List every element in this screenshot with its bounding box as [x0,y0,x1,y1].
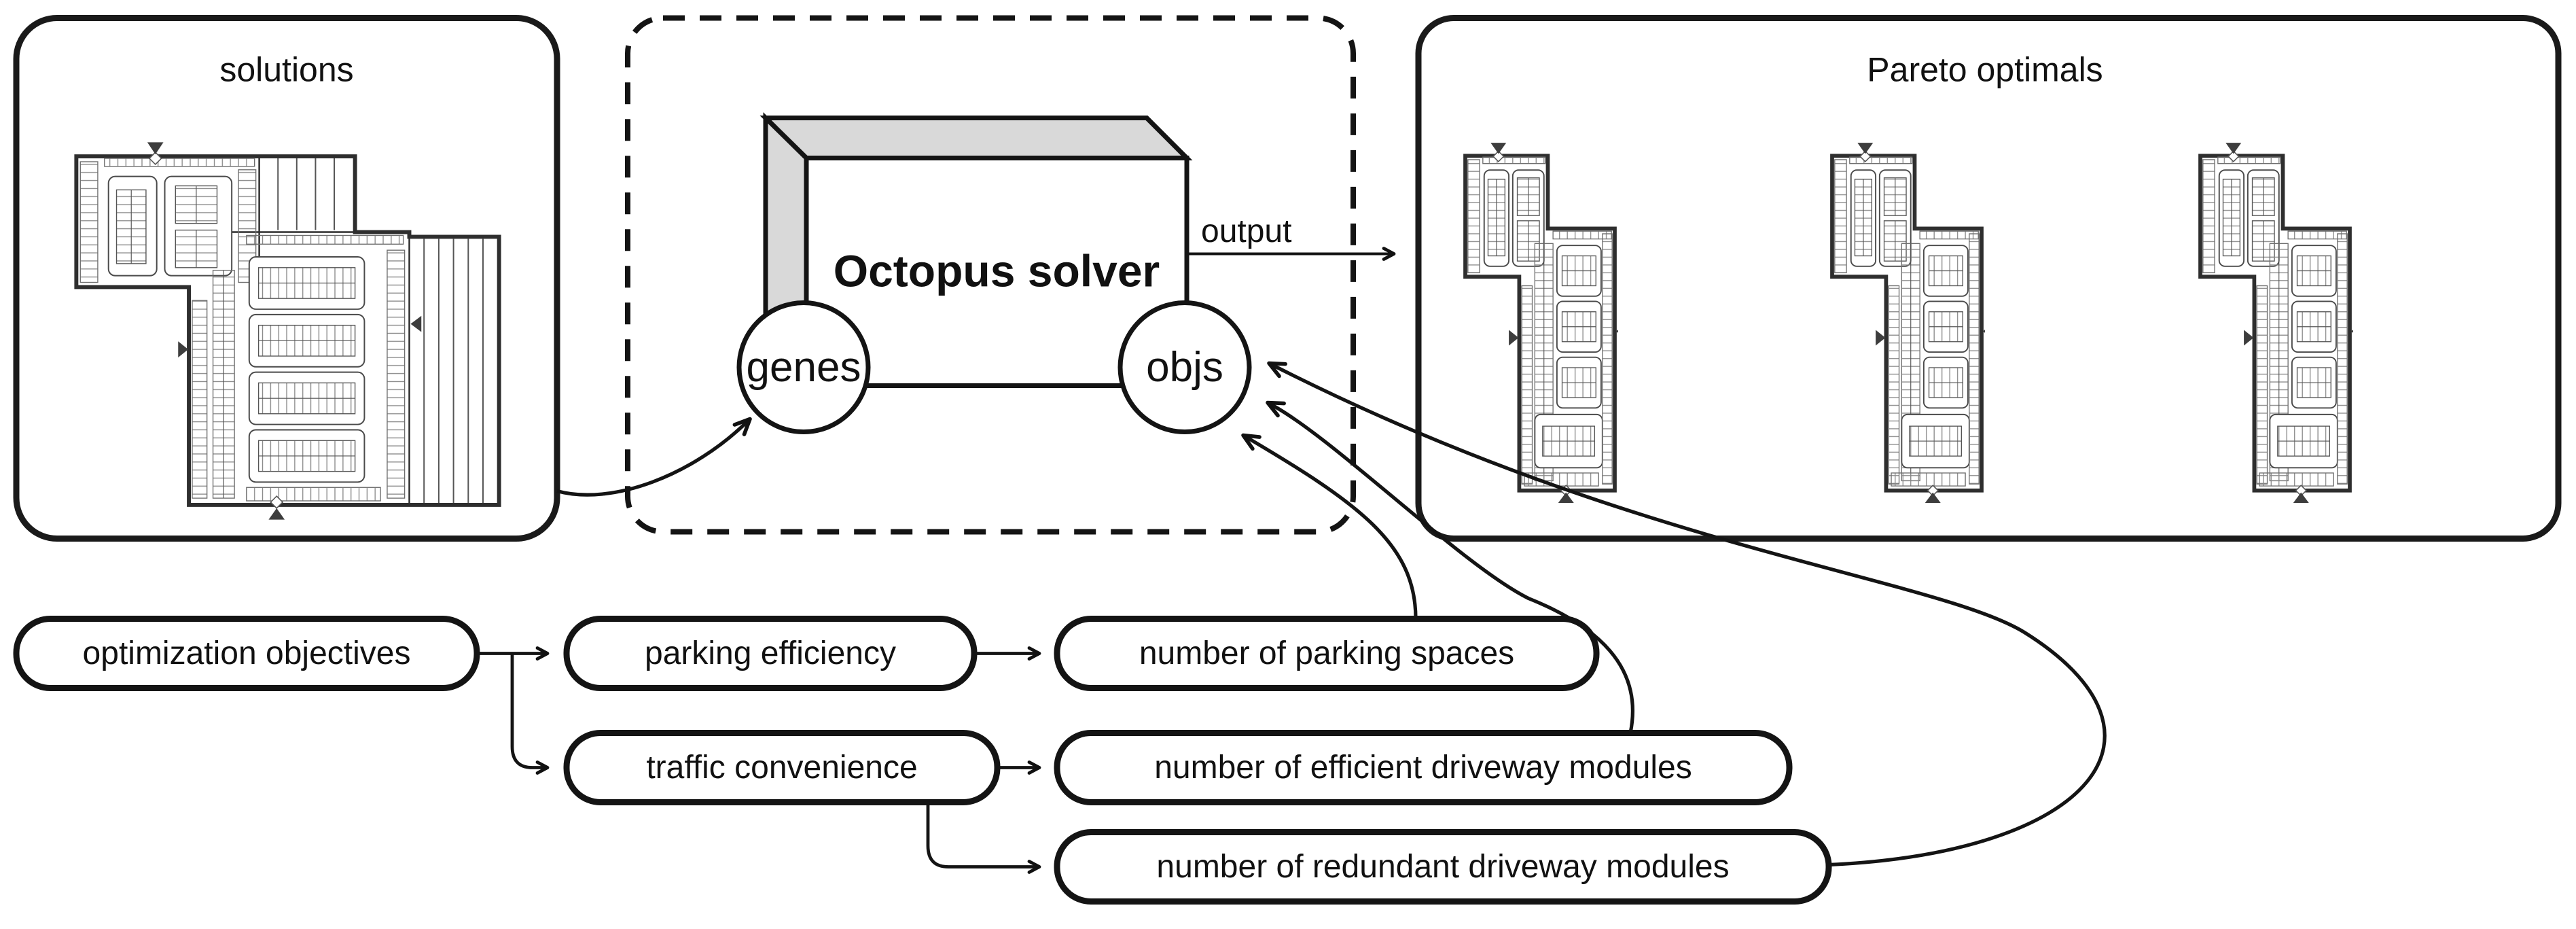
objs-port-circle [1117,300,1252,434]
arrow-traffic-convenience-to-redundant-modules [926,802,1041,874]
arrow-parking-spaces-to-objs [1241,433,1418,619]
parking-efficiency-label: parking efficiency [645,635,896,671]
number-of-efficient-driveway-modules-box [1054,730,1793,805]
objs-port: objs [1117,300,1252,434]
number-of-parking-spaces-box [1054,616,1600,691]
solutions-panel: solutions [13,15,560,542]
number-of-parking-spaces-label: number of parking spaces [1139,635,1514,671]
optimization-objectives-label: optimization objectives [83,635,411,671]
feedback-arrows [556,361,2107,867]
arrow-solutions-to-genes [556,417,752,497]
objs-label: objs [1146,344,1223,391]
arrow-root-to-traffic-convenience [510,653,550,775]
genes-port: genes [736,300,871,434]
number-of-efficient-driveway-modules-label: number of efficient driveway modules [1154,750,1692,786]
pareto-panel: Pareto optimals [1415,15,2562,542]
solver-box-top-face [759,116,1193,160]
number-of-redundant-driveway-modules-box [1054,829,1832,905]
output-connector: output [1187,213,1396,261]
arrow-redundant-modules-to-objs [1267,361,2107,867]
solver-panel: Octopus solver genes objs [625,15,1356,535]
arrow-efficient-modules-to-objs [1266,400,1635,734]
number-of-redundant-driveway-modules-label: number of redundant driveway modules [1156,849,1729,885]
output-label: output [1201,213,1291,249]
pareto-title: Pareto optimals [1867,51,2103,89]
solver-title: Octopus solver [834,246,1160,296]
genes-label: genes [747,344,861,391]
solver-panel-border [625,15,1356,535]
genes-port-circle [736,300,871,434]
solutions-title: solutions [219,51,353,89]
objective-flow: optimization objectives parking efficien… [13,616,1832,905]
traffic-convenience-label: traffic convenience [646,750,917,786]
